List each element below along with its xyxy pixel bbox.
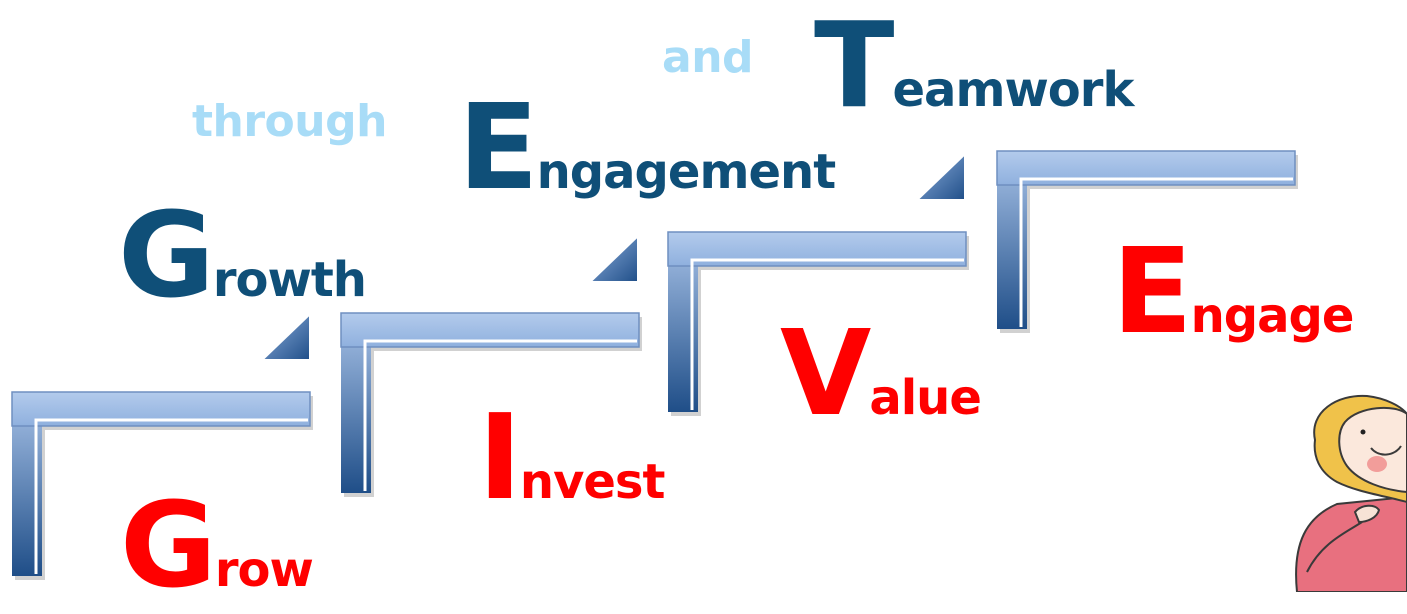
step-word-invest: Invest [478,388,666,526]
phrase-initial: T [814,0,894,134]
step-initial: G [120,476,217,614]
cartoon-person-icon [1295,394,1407,592]
phrase-teamwork: Teamwork [814,0,1135,134]
phrase-through: through [192,96,387,147]
step-word-rest: row [214,542,314,598]
phrase-engagement: Engagement [458,78,837,216]
phrase-word-rest: eamwork [892,62,1135,118]
step-word-value: Value [780,304,982,442]
step-word-rest: alue [869,370,982,426]
step-bracket [667,231,969,416]
step-triangle [259,311,311,361]
phrase-initial: G [118,186,215,324]
step-triangle [914,151,966,201]
step-bracket [11,391,313,580]
step-word-grow: Grow [120,476,314,614]
phrase-initial: E [458,78,539,216]
staircase-graphic: Grow Invest Value Engage Growth through … [11,0,1407,604]
phrase-word-rest: rowth [212,252,367,308]
step-initial: V [780,304,871,442]
step-word-rest: ngage [1190,288,1355,344]
step-bracket [340,312,642,497]
step-initial: I [478,388,522,526]
step-initial: E [1112,222,1193,360]
phrase-word-rest: ngagement [536,144,837,200]
step-word-engage: Engage [1112,222,1355,360]
step-word-rest: nvest [519,454,666,510]
step-bracket [996,150,1298,333]
phrase-growth: Growth [118,186,367,324]
step-triangle [587,233,639,283]
staircase-steps [11,150,1298,580]
phrase-and: and [662,32,754,83]
